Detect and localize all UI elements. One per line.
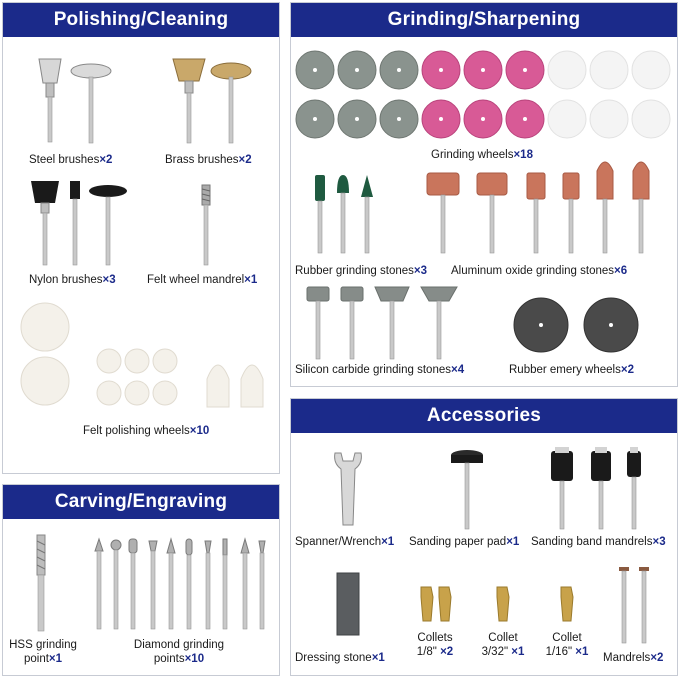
sanding-paper-pad-icon <box>451 450 483 530</box>
rubber-grinding-stones-label: Rubber grinding stones×3 <box>295 265 428 277</box>
rubber-grinding-stones-icon <box>315 175 373 254</box>
nylon-brushes-label: Nylon brushes×3 <box>29 274 116 286</box>
panel-accessories: Accessories Spanner/Wrench×1 Sanding pap… <box>290 398 678 676</box>
nylon-brush-wheel-icon <box>89 185 127 266</box>
felt-wheel-mandrel-label: Felt wheel mandrel×1 <box>147 274 258 286</box>
mandrels-icon <box>619 567 649 644</box>
dressing-stone-icon <box>336 572 360 636</box>
nylon-brush-end-icon <box>70 181 80 266</box>
spanner-wrench-icon <box>334 452 362 526</box>
sanding-band-mandrels-label: Sanding band mandrels×3 <box>531 536 666 548</box>
silicon-carbide-stones-icon <box>306 286 458 360</box>
section-title-carving: Carving/Engraving <box>3 485 279 519</box>
collets-18-icon <box>420 586 452 622</box>
collet-116-icon <box>560 586 574 622</box>
diamond-grinding-points-label: Diamond grinding points×10 <box>133 639 225 665</box>
steel-brush-cup-icon <box>38 58 62 143</box>
rubber-emery-wheels-icon <box>513 297 639 353</box>
rubber-emery-wheels-label: Rubber emery wheels×2 <box>509 364 634 376</box>
section-title-polishing: Polishing/Cleaning <box>3 3 279 37</box>
brass-brush-wheel-icon <box>210 62 252 144</box>
diamond-grinding-points-icon <box>94 537 266 630</box>
spanner-wrench-label: Spanner/Wrench×1 <box>295 536 395 548</box>
sanding-paper-pad-label: Sanding paper pad×1 <box>409 536 520 548</box>
hss-grinding-point-icon <box>36 534 46 632</box>
aluminum-oxide-stones-icon <box>426 161 650 254</box>
dressing-stone-label: Dressing stone×1 <box>295 652 385 664</box>
silicon-carbide-label: Silicon carbide grinding stones×4 <box>295 364 465 376</box>
brass-brushes-label: Brass brushes×2 <box>165 154 252 166</box>
aluminum-oxide-label: Aluminum oxide grinding stones×6 <box>451 265 628 277</box>
hss-grinding-point-label: HSS grinding point×1 <box>9 639 77 665</box>
brass-brush-cup-icon <box>172 58 206 144</box>
panel-grinding-sharpening: Grinding/Sharpening Grinding wheels×18 R… <box>290 2 678 387</box>
felt-wheel-mandrel-icon <box>201 184 211 266</box>
nylon-brush-cup-icon <box>31 181 59 266</box>
collet-116-label: Collet 1/16" ×1 <box>545 632 589 658</box>
mandrels-label: Mandrels×2 <box>603 652 664 664</box>
steel-brushes-label: Steel brushes×2 <box>29 154 113 166</box>
felt-polishing-wheels-icon <box>20 302 264 408</box>
grinding-wheels-icon <box>295 50 671 139</box>
grinding-wheels-label: Grinding wheels×18 <box>431 149 533 161</box>
collet-332-label: Collet 3/32" ×1 <box>481 632 525 658</box>
collets-18-label: Collets 1/8" ×2 <box>416 632 454 658</box>
panel-carving-engraving: Carving/Engraving HSS grinding point×1 <box>2 484 280 676</box>
section-title-grinding: Grinding/Sharpening <box>291 3 677 37</box>
sanding-band-mandrels-icon <box>551 447 641 530</box>
steel-brush-wheel-icon <box>70 63 112 144</box>
section-title-accessories: Accessories <box>291 399 677 433</box>
collet-332-icon <box>496 586 510 622</box>
panel-polishing-cleaning: Polishing/Cleaning Steel brushes×2 Brass… <box>2 2 280 474</box>
felt-polishing-wheels-label: Felt polishing wheels×10 <box>83 425 210 437</box>
